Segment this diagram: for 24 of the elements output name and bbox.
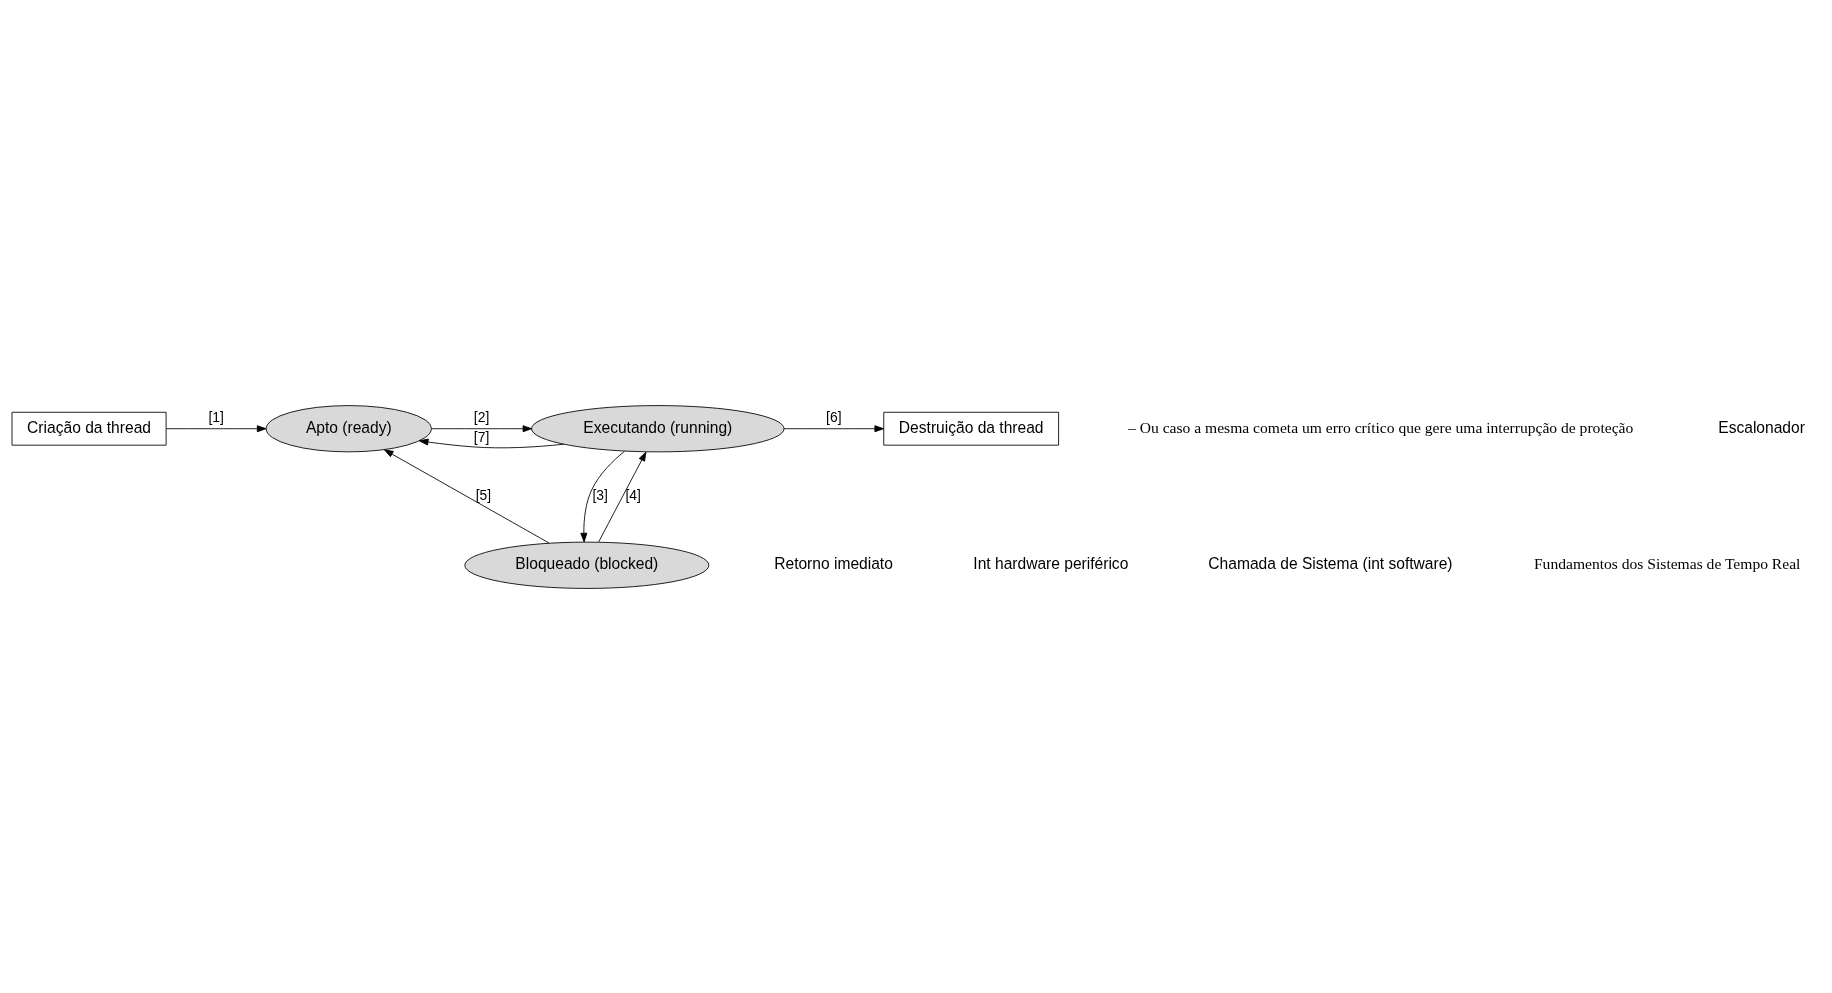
arrow	[383, 448, 550, 543]
node-ellipse: Executando (running)	[531, 404, 785, 452]
node-box: Destruição da thread	[883, 411, 1060, 446]
label: – Ou caso a mesma cometa um erro crítico que gere uma interrupção de proteção	[1128, 418, 1634, 436]
arrow	[418, 438, 564, 448]
edge-label: [4]	[625, 486, 641, 503]
node-box: Criação da thread	[11, 411, 167, 446]
arrow	[431, 424, 533, 432]
arrow	[580, 450, 625, 542]
edge-label: [1]	[208, 408, 224, 425]
edge-label: [5]	[475, 486, 492, 503]
label: Chamada de Sistema (int software)	[1208, 554, 1453, 572]
label: Fundamentos dos Sistemas de Tempo Real	[1533, 554, 1801, 572]
arrow	[165, 424, 267, 432]
edge-label: [7]	[473, 428, 490, 445]
label: Int hardware periférico	[973, 554, 1129, 572]
node-ellipse: Bloqueado (blocked)	[464, 541, 710, 589]
label: Escalonador	[1718, 418, 1805, 436]
edge-label: [3]	[592, 486, 608, 503]
edge-label: [6]	[826, 408, 842, 425]
edge-label: [2]	[473, 408, 490, 425]
label: Retorno imediato	[774, 554, 893, 572]
arrow	[783, 424, 884, 432]
arrow	[598, 451, 647, 542]
